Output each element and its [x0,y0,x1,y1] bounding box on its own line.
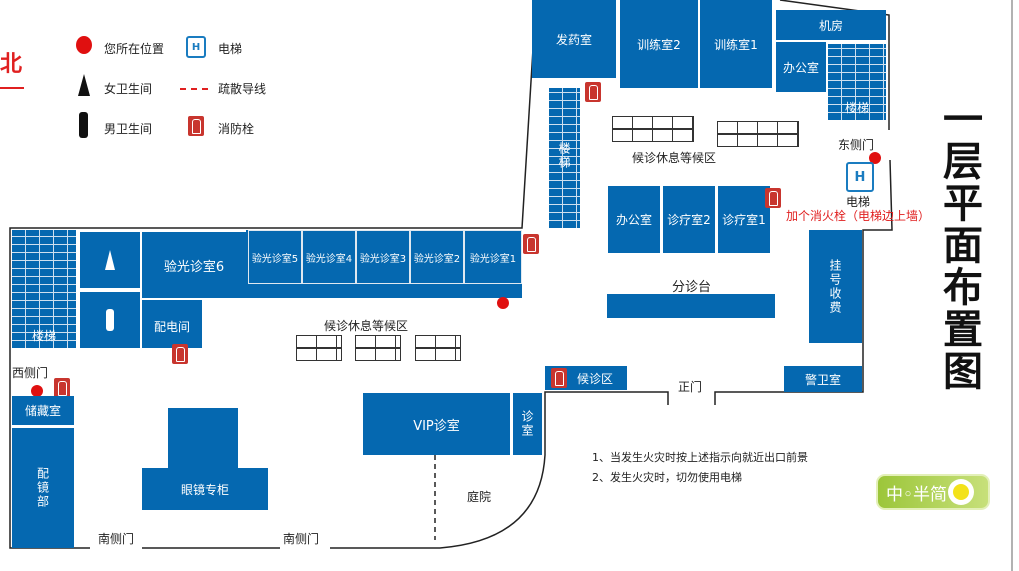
bench [717,121,799,147]
stairs-ne: 楼梯 [828,44,886,120]
hydrant-icon [765,188,781,208]
south-door-2-label: 南侧门 [283,532,320,546]
location-marker [869,152,881,164]
bench [355,335,401,361]
room-training1: 训练室1 [700,0,772,88]
legend-hydrant: 消防栓 [218,122,255,136]
location-pin-icon [76,36,92,54]
language-toggle-button[interactable]: 中◦半简 [876,474,990,510]
stairs-mid: 楼梯 [549,88,580,228]
room-office-ne: 办公室 [776,42,826,92]
evac-arrow-icon [180,88,208,90]
bench [415,335,461,361]
hydrant-icon [188,116,204,136]
legend-male: 男卫生间 [104,122,153,136]
language-toggle-label: 中◦半简 [886,484,948,505]
male-wc [80,292,140,348]
female-wc [80,232,140,288]
room-guard: 警卫室 [784,366,862,392]
note-1: 1、当发生火灾时按上述指示向就近出口前景 [592,451,808,464]
room-pharmacy: 发药室 [532,0,616,78]
hydrant-icon [523,234,539,254]
north-arrow [0,87,24,89]
daisy-icon [953,484,970,500]
south-door-1-label: 南侧门 [98,532,135,546]
room-optom5: 验光诊室5 [248,230,302,284]
room-glasses: 眼镜专柜 [142,468,268,510]
room-machine: 机房 [776,10,886,40]
male-icon [79,112,88,138]
courtyard-label: 庭院 [467,490,492,504]
room-vip: VIP诊室 [363,393,510,455]
elevator-label: 电梯 [846,195,871,209]
legend-evac: 疏散导线 [218,82,267,96]
room-optom4: 验光诊室4 [302,230,356,284]
room-storage: 储藏室 [12,396,74,425]
bench [296,335,342,361]
north-label: 北 [0,52,23,77]
female-icon [78,74,90,96]
main-door-label: 正门 [678,380,703,394]
room-treat2: 诊疗室2 [663,186,715,253]
stairs-west: 楼梯 [12,230,76,348]
male-icon [106,309,114,331]
room-fitting: 配镜部 [12,428,74,548]
waiting-area-east-label: 候诊休息等候区 [632,151,717,165]
elevator-icon: H [186,36,206,58]
legend-elevator: 电梯 [218,42,243,56]
room-optom6: 验光诊室6 [142,232,246,298]
location-marker [31,385,43,397]
room-training2: 训练室2 [620,0,698,88]
room-clinic: 诊室 [513,393,542,455]
hydrant-icon [54,378,70,398]
elevator-icon: H [846,162,874,192]
location-marker [497,297,509,309]
legend-female: 女卫生间 [104,82,153,96]
room-optom1: 验光诊室1 [464,230,522,284]
room-optom3: 验光诊室3 [356,230,410,284]
female-icon [105,250,115,270]
bench [612,116,694,142]
west-door-label: 西侧门 [12,366,49,380]
hydrant-icon [551,368,567,388]
waiting-area-west-label: 候诊休息等候区 [324,319,409,333]
hydrant-annotation: 加个消火栓（电梯边上墙） [786,209,931,223]
room-optom2: 验光诊室2 [410,230,464,284]
triage-desk [607,294,775,318]
hydrant-icon [172,344,188,364]
glasses-counter-top [168,408,238,470]
legend-location: 您所在位置 [104,42,165,56]
page-title: 一层平面布置图 [936,98,982,392]
hydrant-icon [585,82,601,102]
room-office: 办公室 [608,186,660,253]
east-door-label: 东侧门 [838,138,875,152]
room-register: 挂号收费 [809,230,862,343]
triage-label: 分诊台 [672,280,712,295]
note-2: 2、发生火灾时，切勿使用电梯 [592,471,742,484]
room-power: 配电间 [142,300,202,348]
room-treat1: 诊疗室1 [718,186,770,253]
